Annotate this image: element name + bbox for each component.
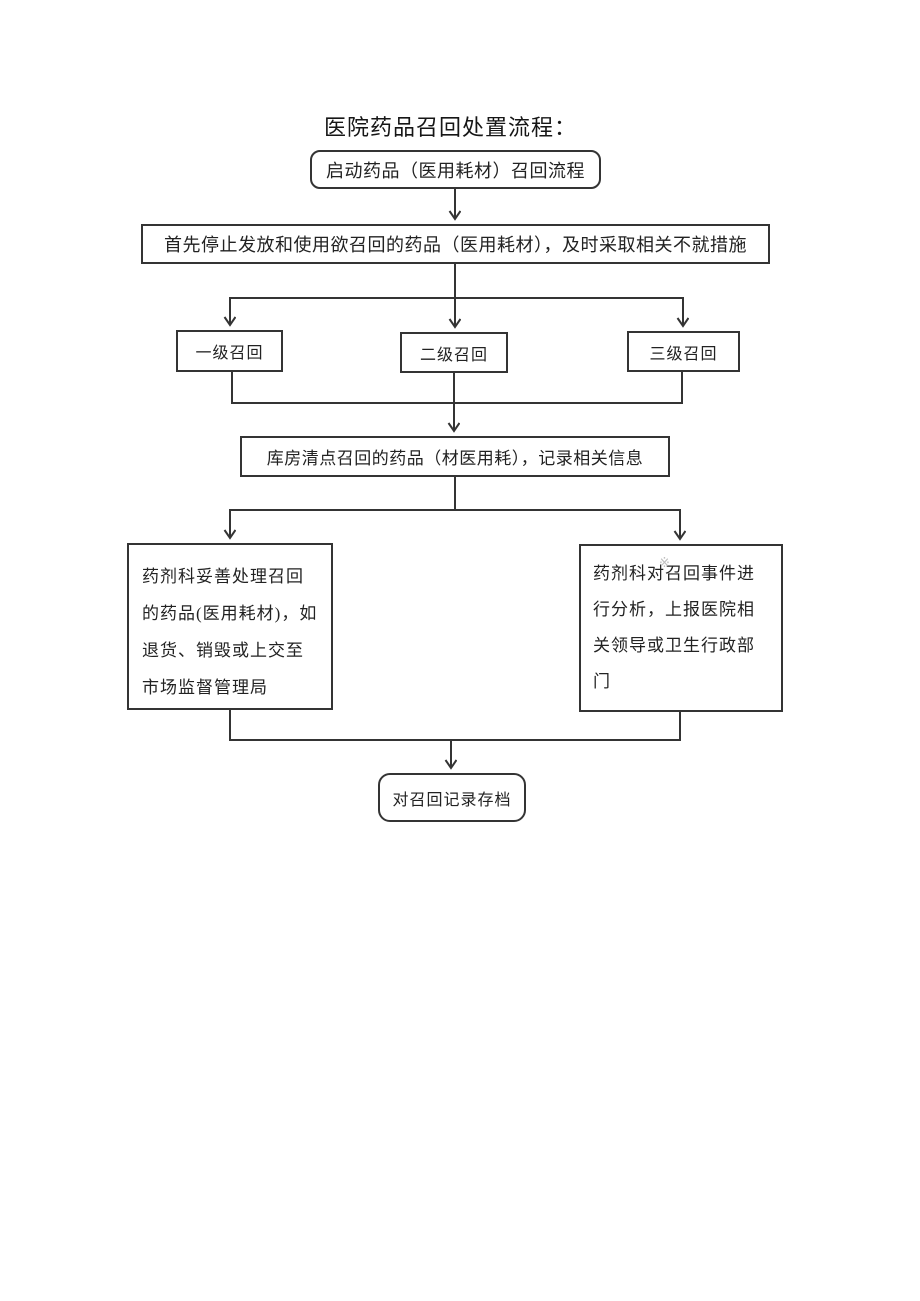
flow-node-level1-label: 一级召回 [195,345,264,362]
page-title: 医院药品召回处置流程： [324,115,578,140]
flow-node-level3-label: 三级召回 [649,345,718,363]
flow-node-stop-use-label: 首先停止发放和使用欲召回的药品（医用耗材），及时采取相关不就措施 [164,235,747,255]
flow-node-start-label: 启动药品（医用耗材）召回流程 [326,160,585,181]
flow-node-archive-label: 对召回记录存档 [392,791,512,809]
flow-node-archive: 对召回记录存档 [378,773,526,822]
flow-node-dispose-label: 药剂科妥善处理召回的药品(医用耗材)，如退货、销毁或上交至市场监督管理局 [142,567,318,697]
flow-node-warehouse-label: 库房清点召回的药品（材医用耗），记录相关信息 [266,449,644,468]
flow-node-stop-use: 首先停止发放和使用欲召回的药品（医用耗材），及时采取相关不就措施 [141,224,770,264]
flow-node-analyze-report: 药剂科对召回事件进行分析，上报医院相关领导或卫生行政部门 [579,544,783,712]
flow-node-dispose: 药剂科妥善处理召回的药品(医用耗材)，如退货、销毁或上交至市场监督管理局 [127,543,333,710]
flow-node-level2-label: 二级召回 [419,346,488,364]
flow-node-start: 启动药品（医用耗材）召回流程 [310,150,601,189]
flow-node-level1-recall: 一级召回 [176,330,283,372]
flow-node-level3-recall: 三级召回 [627,331,740,372]
flow-node-warehouse-check: 库房清点召回的药品（材医用耗），记录相关信息 [240,436,670,477]
flow-node-level2-recall: 二级召回 [400,332,508,373]
flow-node-analyze-label: 药剂科对召回事件进行分析，上报医院相关领导或卫生行政部门 [593,564,755,691]
scan-artifact-mark: ※ [659,556,670,571]
